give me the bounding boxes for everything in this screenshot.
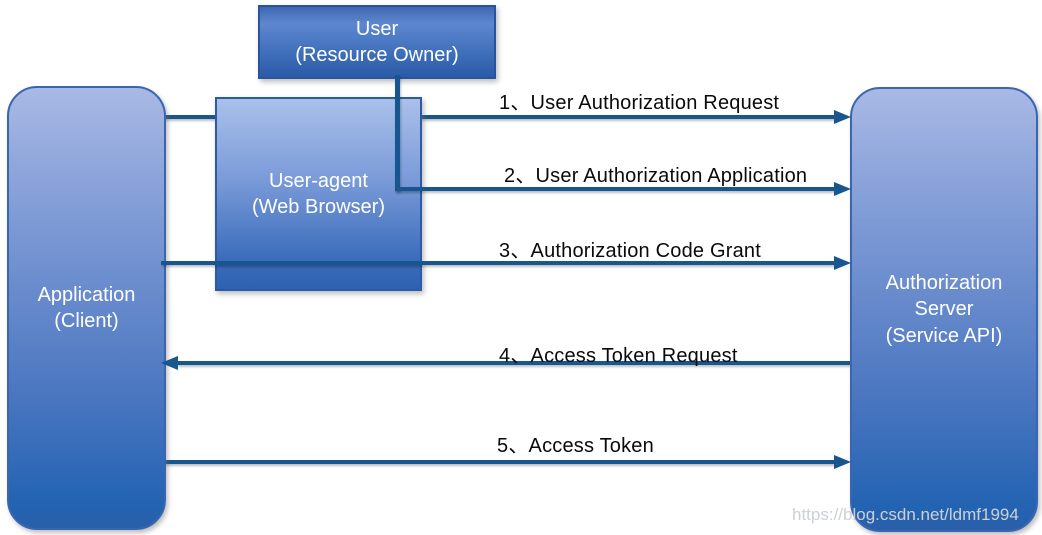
arrowhead-right-3-icon xyxy=(834,256,851,270)
user-agent-web-browser-box: User-agent (Web Browser) xyxy=(215,97,422,291)
arrow-line-1 xyxy=(161,115,835,119)
arrowhead-left-4-icon xyxy=(161,356,178,370)
arrowhead-right-5-icon xyxy=(834,455,851,469)
step-label-1: 1、User Authorization Request xyxy=(499,92,780,114)
user-elbow-connector xyxy=(395,75,400,191)
user-box-title: User xyxy=(355,17,399,40)
application-box-title: Application xyxy=(37,283,136,306)
arrowhead-right-2-icon xyxy=(834,182,851,196)
auth-server-box-title-2: Server xyxy=(914,298,974,321)
application-box-subtitle: (Client) xyxy=(54,310,119,332)
user-resource-owner-box: User (Resource Owner) xyxy=(258,5,496,79)
authorization-server-box: Authorization Server (Service API) xyxy=(850,87,1038,532)
arrow-line-3 xyxy=(161,261,835,265)
step-label-2: 2、User Authorization Application xyxy=(504,165,808,187)
arrow-line-5 xyxy=(161,460,835,464)
watermark-url: https://blog.csdn.net/ldmf1994 xyxy=(792,505,1019,524)
arrowhead-right-1-icon xyxy=(834,110,851,124)
auth-server-box-title-1: Authorization xyxy=(885,271,1003,294)
step-label-4: 4、Access Token Request xyxy=(499,345,738,367)
arrow-line-2 xyxy=(395,187,835,191)
user-box-subtitle: (Resource Owner) xyxy=(295,44,459,66)
user-agent-box-title: User-agent xyxy=(269,169,368,192)
step-label-5: 5、Access Token xyxy=(497,435,654,457)
application-client-box: Application (Client) xyxy=(7,86,166,530)
auth-server-box-subtitle: (Service API) xyxy=(885,324,1003,347)
user-agent-box-subtitle: (Web Browser) xyxy=(252,196,385,218)
arrow-line-4 xyxy=(177,361,850,365)
step-label-3: 3、Authorization Code Grant xyxy=(499,240,762,262)
